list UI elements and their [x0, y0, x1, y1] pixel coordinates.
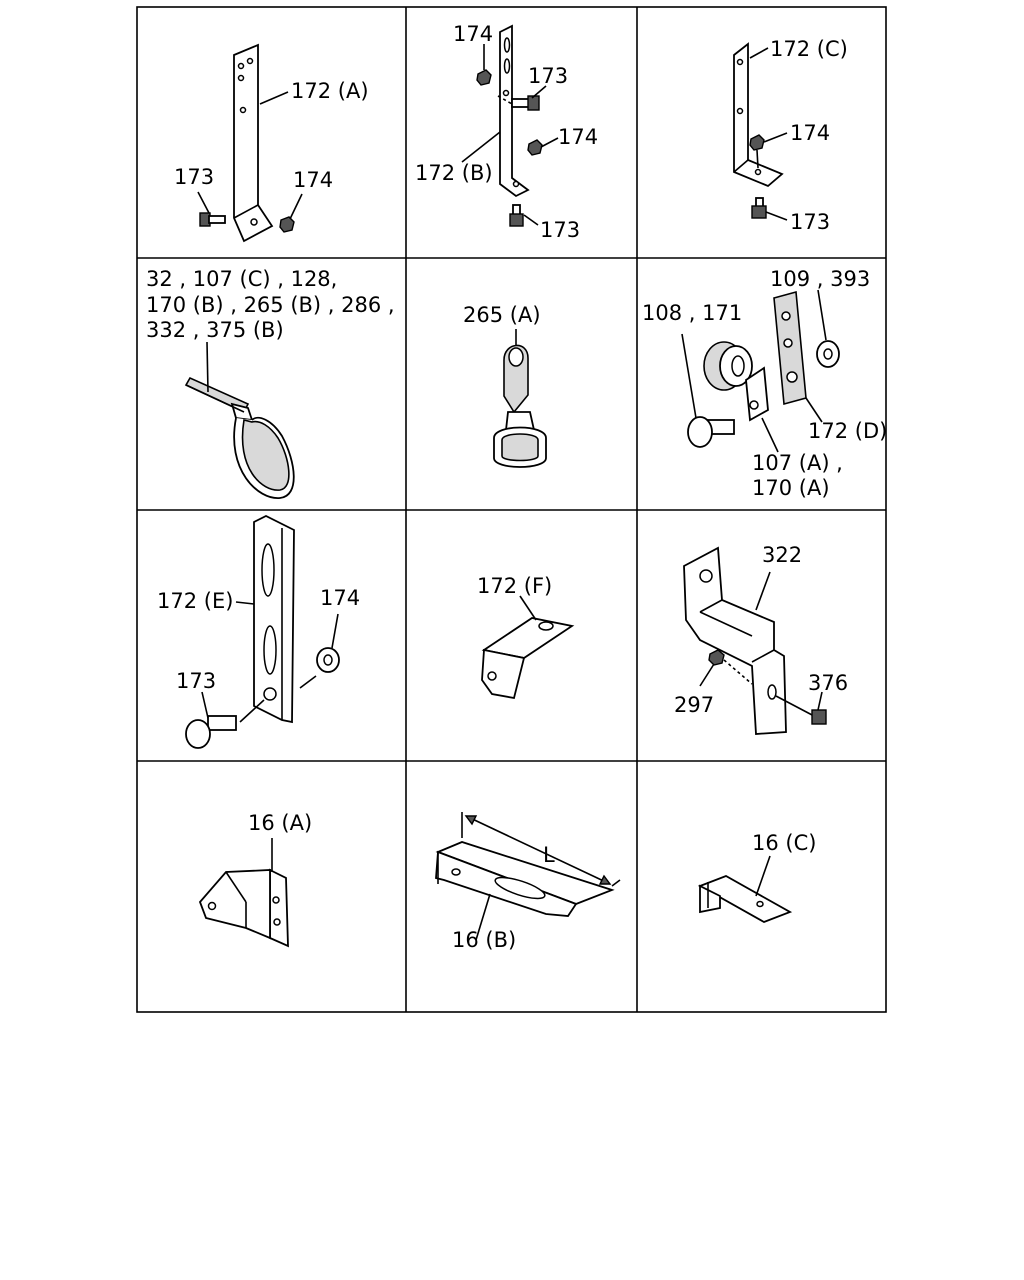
label-108-171: 108 , 171: [642, 301, 742, 325]
panel-265a: 265 (A): [463, 303, 547, 468]
label-172a: 172 (A): [291, 79, 369, 103]
label-376: 376: [808, 671, 848, 695]
label-174: 174: [790, 121, 830, 145]
label-174: 174: [293, 168, 333, 192]
label-173-top: 173: [528, 64, 568, 88]
label-173-bottom: 173: [540, 218, 580, 242]
label-tie-line3: 332 , 375 (B): [146, 318, 284, 342]
label-107a: 107 (A) ,: [752, 451, 843, 475]
label-172b: 172 (B): [415, 161, 493, 185]
bracket-172e-drawing: [185, 514, 340, 749]
grommet-drawing: [681, 289, 840, 453]
panel-172b: 174 173 174 172 (B) 173: [415, 22, 598, 242]
bracket-16b-drawing: [435, 812, 621, 941]
bracket-172c-drawing: [733, 42, 788, 221]
panel-grommet: 109 , 393 108 , 171 172 (D) 107 (A) , 17…: [642, 267, 887, 500]
label-174-right: 174: [558, 125, 598, 149]
label-174-top: 174: [453, 22, 493, 46]
label-173: 173: [176, 669, 216, 693]
panel-172a: 172 (A) 173 174: [174, 43, 369, 243]
label-322: 322: [762, 543, 802, 567]
panel-16c: 16 (C): [697, 831, 816, 923]
label-172d: 172 (D): [808, 419, 887, 443]
bracket-172a-drawing: [197, 43, 303, 243]
label-tie-line1: 32 , 107 (C) , 128,: [146, 267, 337, 291]
panel-16b: L 16 (B): [435, 812, 621, 952]
cable-tie-drawing: [184, 376, 295, 499]
panel-cable-tie: 32 , 107 (C) , 128, 170 (B) , 265 (B) , …: [146, 267, 395, 499]
grid-frame: [136, 6, 887, 1013]
bracket-16a-drawing: [198, 838, 289, 948]
label-16a: 16 (A): [248, 811, 312, 835]
label-16c: 16 (C): [752, 831, 816, 855]
label-265a: 265 (A): [463, 303, 541, 327]
label-172f: 172 (F): [477, 574, 552, 598]
bracket-172b-drawing: [461, 24, 559, 227]
label-173: 173: [174, 165, 214, 189]
panel-322: 322 297 376: [674, 543, 848, 735]
label-16b: 16 (B): [452, 928, 516, 952]
clip-265a-drawing: [493, 329, 547, 468]
label-172c: 172 (C): [770, 37, 848, 61]
label-173: 173: [790, 210, 830, 234]
bracket-322-drawing: [683, 546, 827, 735]
bracket-172f-drawing: [481, 595, 575, 700]
label-109-393: 109 , 393: [770, 267, 870, 291]
panel-172e: 172 (E) 174 173: [157, 514, 360, 749]
label-170a: 170 (A): [752, 476, 830, 500]
label-297: 297: [674, 693, 714, 717]
panel-172c: 172 (C) 174 173: [733, 37, 848, 234]
bracket-16c-drawing: [697, 855, 793, 923]
label-dimension-l: L: [543, 843, 555, 867]
label-174: 174: [320, 586, 360, 610]
panel-16a: 16 (A): [198, 811, 312, 948]
label-172e: 172 (E): [157, 589, 233, 613]
panel-172f: 172 (F): [477, 574, 575, 700]
label-tie-line2: 170 (B) , 265 (B) , 286 ,: [146, 293, 395, 317]
